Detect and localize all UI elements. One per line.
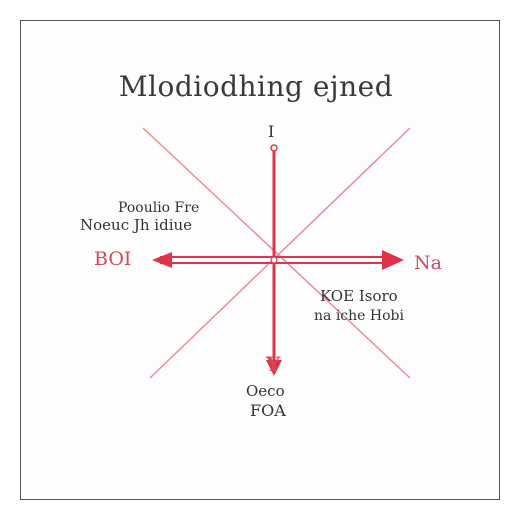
origin-point xyxy=(270,256,278,264)
upper-left-note-line2: Noeuc Jh idiue xyxy=(80,216,193,234)
top-axis-label: I xyxy=(268,122,275,141)
vertical-axis-top-cap xyxy=(270,144,278,152)
bottom-note-line1: Oeco xyxy=(246,382,285,400)
horizontal-axis-left-arrow xyxy=(152,252,172,268)
upper-left-note-line1: Pooulio Fre xyxy=(118,200,200,216)
right-axis-label: Na xyxy=(414,252,442,274)
horizontal-axis-right-arrow xyxy=(382,250,404,270)
left-axis-label: BOI xyxy=(94,248,132,270)
diagram-border xyxy=(20,20,500,500)
lower-right-note-line1: KOE Isoro xyxy=(320,287,398,305)
lower-right-note-line2: na iche Hobi xyxy=(314,308,404,324)
diagram-title: Mlodiodhing ejned xyxy=(118,70,394,103)
vertical-axis-down-arrow xyxy=(266,360,282,376)
bottom-note-line2: FOA xyxy=(250,401,286,420)
diagonal-line-descending xyxy=(142,127,411,379)
diagonal-line-ascending xyxy=(149,127,411,379)
bottom-arrow-label: Y xyxy=(266,352,281,376)
